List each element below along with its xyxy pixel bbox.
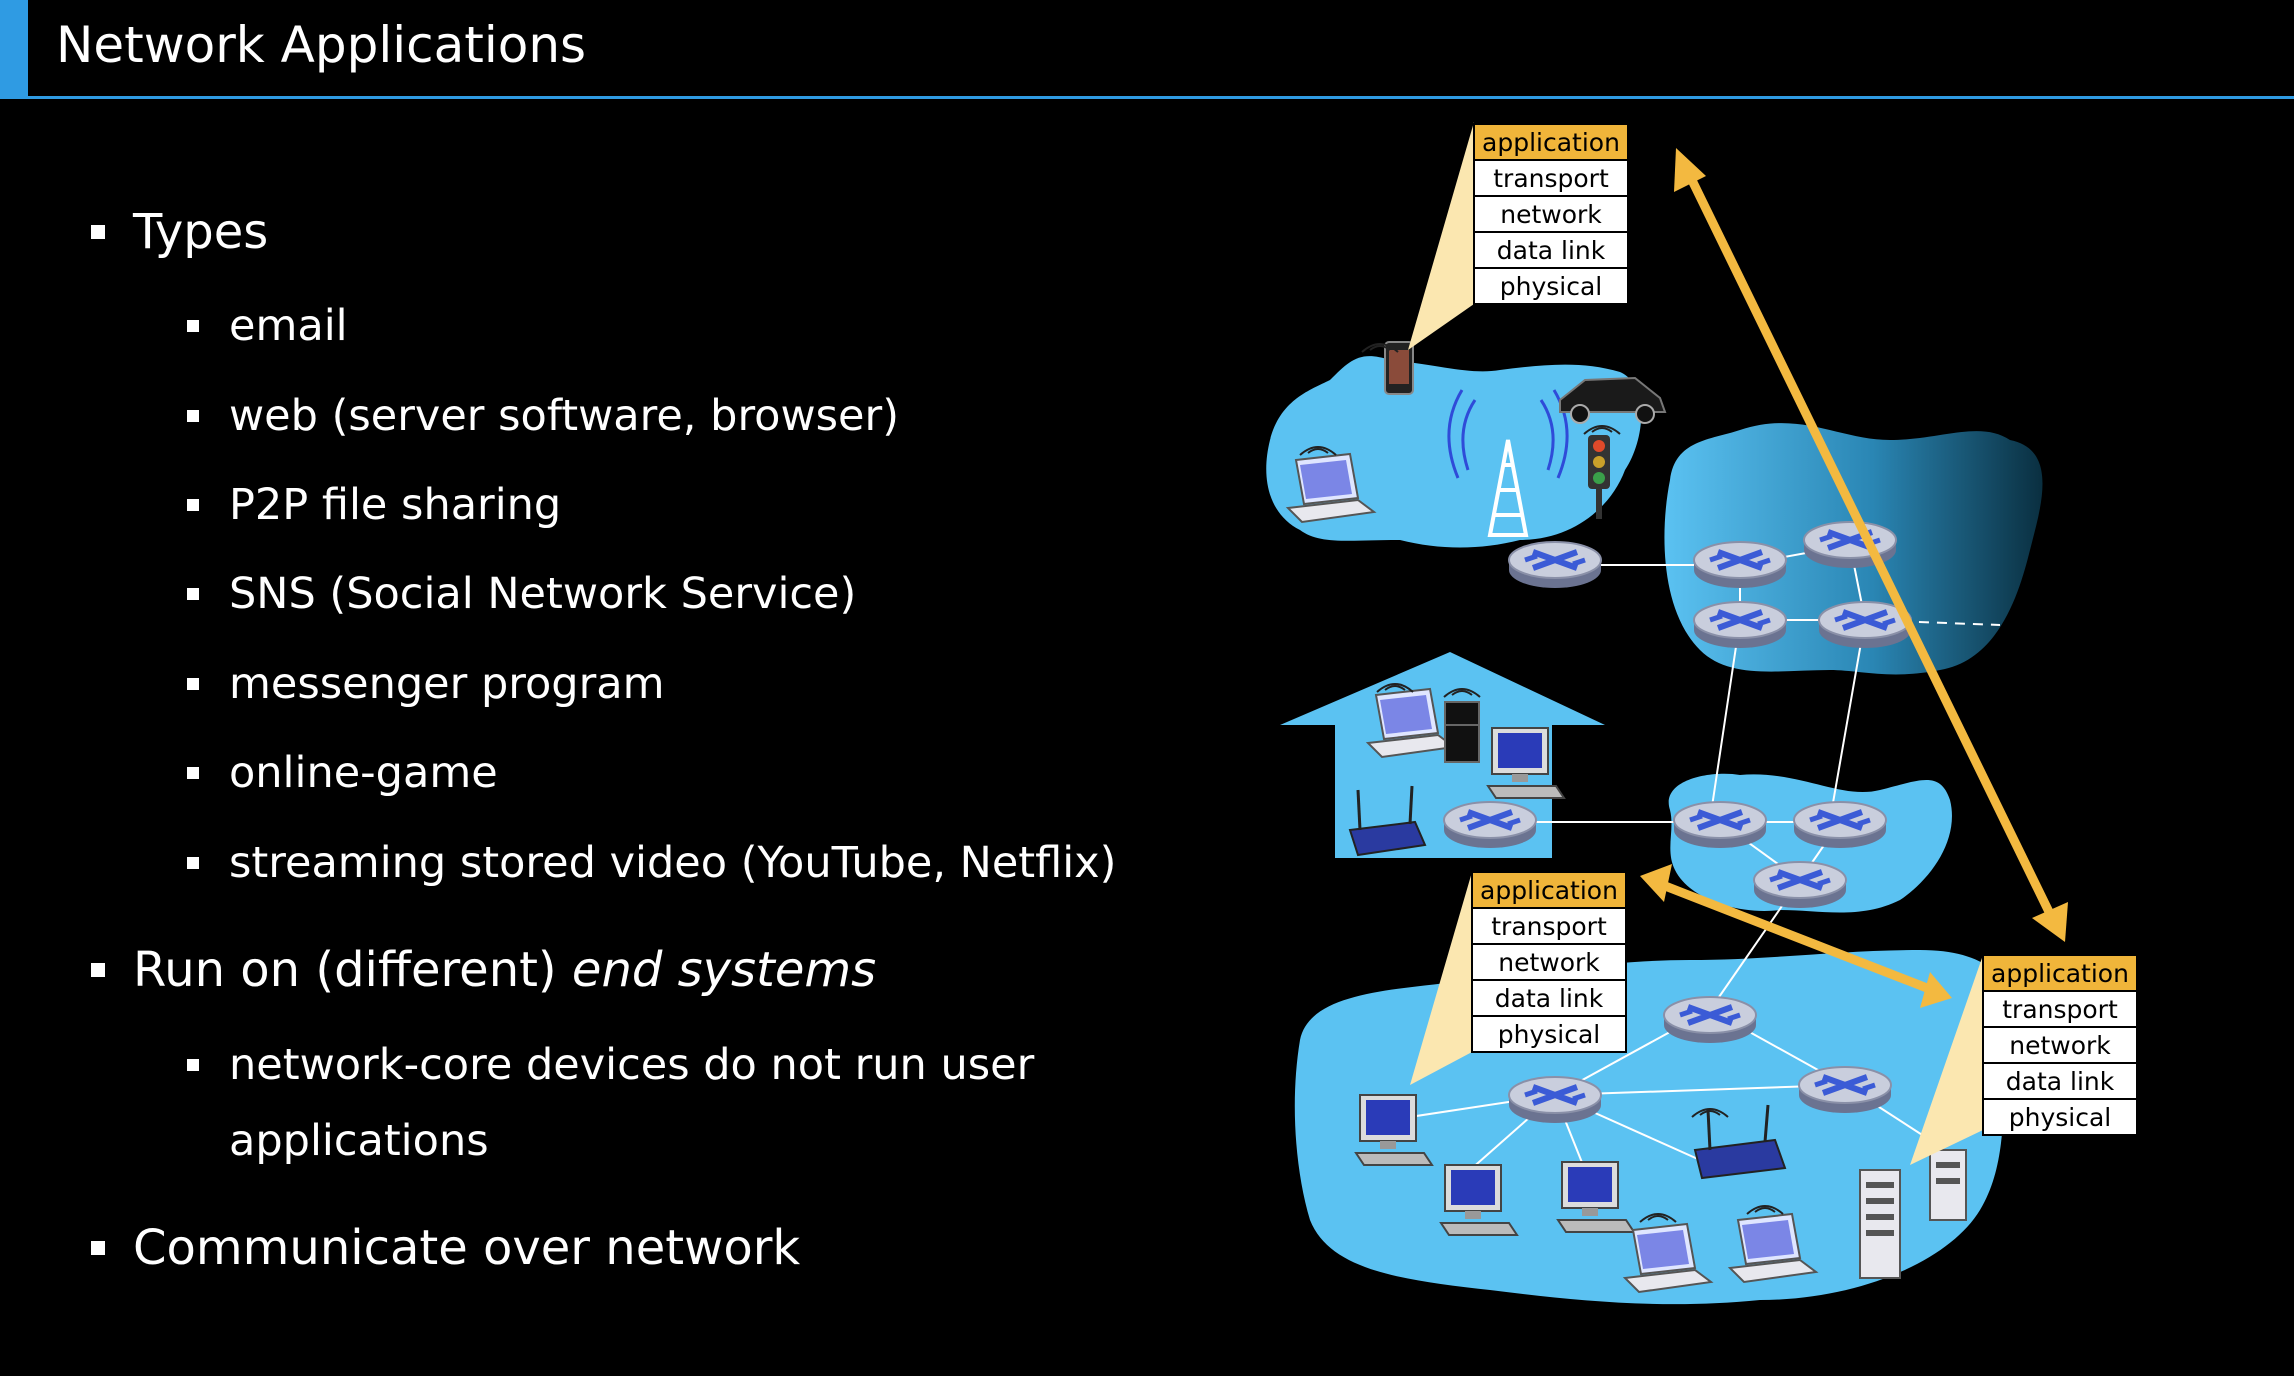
wifi-router-icon	[1348, 785, 1427, 857]
car-icon	[1559, 376, 1667, 424]
title-accent-bar	[0, 0, 28, 99]
router-icon	[1799, 1067, 1891, 1113]
slide-title: Network Applications	[56, 16, 587, 74]
router-icon	[1509, 1077, 1601, 1123]
router-icon	[1694, 602, 1786, 648]
bullet-types: Types	[90, 204, 269, 260]
router-icon	[1509, 542, 1601, 588]
bullet-sns: SNS (Social Network Service)	[186, 566, 856, 622]
home-network	[1280, 652, 1605, 858]
layer-transport	[1982, 990, 2138, 1028]
app-communication-arrows	[1640, 148, 2068, 1008]
bullet-streaming: streaming stored video (YouTube, Netflix…	[186, 835, 1116, 891]
layer-transport	[1471, 907, 1627, 945]
bullet-email: email	[187, 298, 348, 354]
bullet-online-game: online-game	[187, 745, 498, 801]
layer-label: network	[1500, 200, 1602, 229]
server-icon	[1859, 1169, 1901, 1279]
smartphone-icon	[1384, 341, 1414, 395]
protocol-stack-top: application transport network data link …	[1473, 123, 1629, 305]
layer-label: physical	[1498, 1020, 1601, 1049]
bullet-communicate: Communicate over network	[90, 1220, 801, 1276]
layer-label: transport	[1493, 164, 1609, 193]
protocol-stack-right: application transport network data link …	[1982, 954, 2138, 1136]
router-icon	[1694, 542, 1786, 588]
slide-title-bar: Network Applications	[0, 0, 2294, 99]
router-icon	[1794, 802, 1886, 848]
title-underline	[28, 96, 2294, 99]
layer-application	[1471, 871, 1627, 909]
bullet-run-on: Run on (different) end systems	[90, 942, 877, 998]
stack-callout-top	[1408, 122, 1474, 350]
cell-tower-icon	[1447, 389, 1569, 537]
layer-physical	[1473, 267, 1629, 305]
layer-label: application	[1482, 128, 1620, 157]
bullet-messenger: messenger program	[187, 656, 665, 712]
internet-diagram: application transport network data link …	[1266, 122, 2138, 1305]
layer-label: physical	[2009, 1103, 2112, 1132]
server-icon	[1929, 1149, 1967, 1221]
layer-network	[1471, 943, 1627, 981]
bullet-p2p: P2P file sharing	[186, 477, 561, 533]
fridge-icon	[1444, 701, 1480, 763]
layer-data-link	[1471, 979, 1627, 1017]
layer-label: data link	[1495, 984, 1604, 1013]
protocol-stack-middle: application transport network data link …	[1471, 871, 1627, 1053]
desktop-icon	[1487, 727, 1565, 799]
router-icon	[1674, 802, 1766, 848]
bullet-network-core: network-core devices do not run user	[186, 1037, 1034, 1093]
stack-callout-middle	[1410, 872, 1472, 1085]
layer-physical	[1982, 1098, 2138, 1136]
stack-callout-right	[1910, 955, 1983, 1165]
wireless-access-cloud	[1266, 356, 1642, 548]
run-on-emphasis: end systems	[571, 942, 877, 998]
layer-label: physical	[1500, 272, 1603, 301]
layer-transport	[1473, 159, 1629, 197]
traffic-light-icon	[1588, 435, 1610, 519]
layer-label: transport	[1491, 912, 1607, 941]
router-icon	[1664, 997, 1756, 1043]
layer-label: data link	[2006, 1067, 2115, 1096]
router-icon	[1754, 862, 1846, 908]
layer-network	[1982, 1026, 2138, 1064]
layer-label: data link	[1497, 236, 1606, 265]
layer-physical	[1471, 1015, 1627, 1053]
bullet-web: web (server software, browser)	[187, 388, 899, 444]
layer-label: transport	[2002, 995, 2118, 1024]
layer-label: application	[1480, 876, 1618, 905]
layer-label: network	[2009, 1031, 2111, 1060]
layer-application	[1982, 954, 2138, 992]
router-icon	[1444, 802, 1536, 848]
layer-label: application	[1991, 959, 2129, 988]
bullet-network-core-cont: applications	[229, 1116, 489, 1166]
run-on-prefix: Run on (different)	[133, 942, 572, 998]
layer-label: network	[1498, 948, 1600, 977]
wifi-router-icon	[1693, 1104, 1787, 1180]
